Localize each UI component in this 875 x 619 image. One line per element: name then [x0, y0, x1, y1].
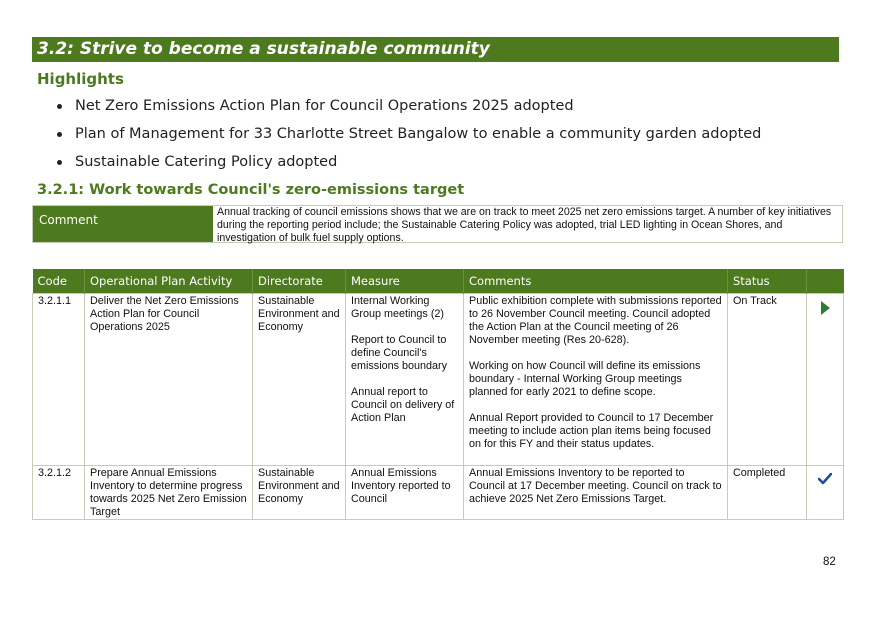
cell-directorate: Sustainable Environment and Economy [252, 293, 346, 466]
cell-activity: Prepare Annual Emissions Inventory to de… [84, 465, 253, 520]
highlight-item: Plan of Management for 33 Charlotte Stre… [37, 120, 837, 148]
comment-paragraph: Public exhibition complete with submissi… [469, 295, 722, 346]
table-row: 3.2.1.2 Prepare Annual Emissions Invento… [32, 465, 844, 520]
comment-paragraph: Working on how Council will define its e… [469, 360, 701, 398]
cell-status: On Track [727, 293, 807, 466]
header-directorate: Directorate [252, 269, 346, 294]
page-number: 82 [823, 556, 836, 568]
header-comments: Comments [463, 269, 728, 294]
cell-status-icon [806, 465, 844, 520]
measure-line: Internal Working Group meetings (2) [351, 295, 445, 320]
play-arrow-icon [820, 301, 830, 315]
comment-label: Comment [33, 206, 213, 242]
cell-measure: Internal Working Group meetings (2) Repo… [345, 293, 464, 466]
header-activity: Operational Plan Activity [84, 269, 253, 294]
bullet-icon [57, 160, 62, 165]
bullet-icon [57, 132, 62, 137]
section-title-banner: 3.2: Strive to become a sustainable comm… [32, 37, 839, 62]
header-measure: Measure [345, 269, 464, 294]
highlight-item: Net Zero Emissions Action Plan for Counc… [37, 92, 837, 120]
cell-directorate: Sustainable Environment and Economy [252, 465, 346, 520]
cell-comments: Public exhibition complete with submissi… [463, 293, 728, 466]
comment-text: Annual tracking of council emissions sho… [217, 206, 832, 244]
highlight-text: Net Zero Emissions Action Plan for Counc… [75, 98, 574, 114]
cell-code: 3.2.1.2 [32, 465, 85, 520]
comment-box: Comment Annual tracking of council emiss… [32, 205, 843, 244]
table-header-row: Code Operational Plan Activity Directora… [32, 269, 844, 294]
cell-code: 3.2.1.1 [32, 293, 85, 466]
measure-line: Report to Council to define Council's em… [351, 334, 448, 372]
measure-line: Annual report to Council on delivery of … [351, 386, 455, 424]
cell-comments: Annual Emissions Inventory to be reporte… [463, 465, 728, 520]
comment-paragraph: Annual Report provided to Council to 17 … [469, 412, 714, 450]
comment-paragraph: Annual Emissions Inventory to be reporte… [469, 467, 722, 505]
header-status: Status [727, 269, 807, 294]
checkmark-icon [818, 473, 832, 485]
highlights-list: Net Zero Emissions Action Plan for Counc… [37, 92, 837, 176]
cell-status: Completed [727, 465, 807, 520]
cell-measure: Annual Emissions Inventory reported to C… [345, 465, 464, 520]
header-code: Code [32, 269, 85, 294]
bullet-icon [57, 104, 62, 109]
measure-line: Annual Emissions Inventory reported to C… [351, 467, 451, 505]
operational-plan-table: Code Operational Plan Activity Directora… [32, 269, 844, 520]
highlight-text: Sustainable Catering Policy adopted [75, 154, 338, 170]
header-status-icon [806, 269, 844, 294]
cell-activity: Deliver the Net Zero Emissions Action Pl… [84, 293, 253, 466]
cell-status-icon [806, 293, 844, 466]
highlight-item: Sustainable Catering Policy adopted [37, 148, 837, 176]
table-row: 3.2.1.1 Deliver the Net Zero Emissions A… [32, 293, 844, 466]
subsection-title: 3.2.1: Work towards Council's zero-emiss… [37, 182, 465, 198]
highlights-heading: Highlights [37, 70, 124, 88]
highlight-text: Plan of Management for 33 Charlotte Stre… [75, 126, 762, 142]
